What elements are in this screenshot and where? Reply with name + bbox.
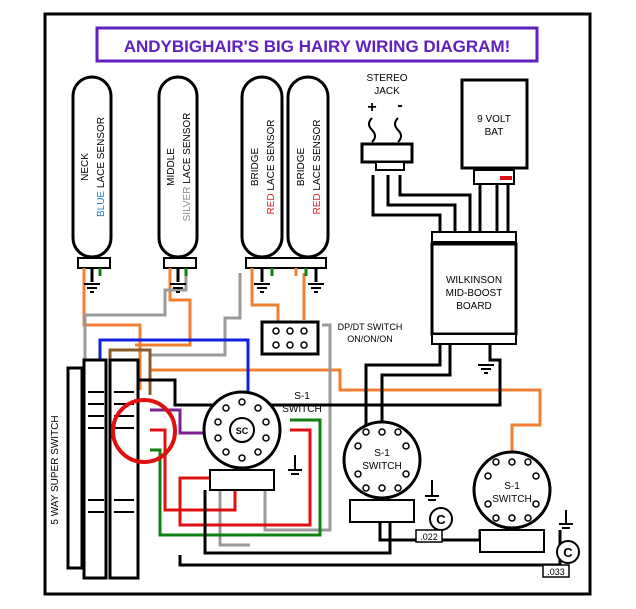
pickup-neck-position: NECK xyxy=(80,153,91,181)
pot-right-label-1: S-1 xyxy=(504,481,520,492)
pot-middle-label-1: S-1 xyxy=(374,448,390,459)
pot-middle: S-1 SWITCH C .022 xyxy=(342,420,453,543)
svg-text:RED LACE SENSOR: RED LACE SENSOR xyxy=(312,119,323,214)
wire-black-2 xyxy=(364,330,442,428)
pot-middle-label-2: SWITCH xyxy=(362,461,401,472)
svg-text:BRIDGE: BRIDGE xyxy=(250,148,261,187)
wire-red-1 xyxy=(150,428,237,512)
pickup-bridge2-type: LACE SENSOR xyxy=(312,119,323,193)
wire-red-2 xyxy=(178,428,312,527)
svg-text:BRIDGE: BRIDGE xyxy=(296,148,307,187)
wires xyxy=(82,175,562,567)
svg-text:MIDDLE: MIDDLE xyxy=(166,148,177,186)
pickup-middle-type: LACE SENSOR xyxy=(182,113,193,187)
jack-label-1: STEREO xyxy=(366,73,407,84)
battery-label-2: BAT xyxy=(485,127,504,138)
wire-gray-middle xyxy=(83,273,188,365)
dpdt-label-1: DP/DT SWITCH xyxy=(338,322,403,332)
pickup-bridge2-color: RED xyxy=(312,193,323,214)
jack-label-2: JACK xyxy=(374,86,400,97)
pot-left-label-1: S-1 xyxy=(294,391,310,402)
pot-left: SC S-1 SWITCH xyxy=(202,390,322,491)
wire-gray-dpdt xyxy=(263,323,332,532)
title-box xyxy=(95,26,539,63)
midboost-board: WILKINSON MID-BOOST BOARD xyxy=(430,231,518,345)
board-label-2: MID-BOOST xyxy=(446,288,503,299)
wire-black-1 xyxy=(380,345,452,428)
battery: 9 VOLT BAT xyxy=(460,78,529,185)
pickup-bridge1-position: BRIDGE xyxy=(250,148,261,187)
wire-jack-1 xyxy=(371,175,442,232)
pickup-neck: NECK BLUE LACE SENSOR xyxy=(71,75,113,269)
svg-text:SILVER LACE SENSOR: SILVER LACE SENSOR xyxy=(182,113,193,222)
wire-orange-bridge xyxy=(250,273,280,322)
cap-mid-value: .022 xyxy=(420,532,438,542)
dpdt-label-2: ON/ON/ON xyxy=(347,334,393,344)
wire-orange-mid-long xyxy=(150,368,542,460)
dpdt-switch: DP/DT SWITCH ON/ON/ON xyxy=(260,320,403,356)
highlight-circle xyxy=(111,398,177,464)
battery-label-1: 9 VOLT xyxy=(477,114,511,125)
pickup-middle: MIDDLE SILVER LACE SENSOR xyxy=(157,75,199,269)
pot-left-label-2: SWITCH xyxy=(282,404,321,415)
ground-symbols xyxy=(84,283,494,374)
board-label-3: BOARD xyxy=(456,301,492,312)
pickup-middle-position: MIDDLE xyxy=(166,148,177,186)
cap-mid-letter: C xyxy=(436,512,446,527)
pickup-bridge1-type: LACE SENSOR xyxy=(266,119,277,193)
wire-black-3 xyxy=(110,345,502,407)
stereo-jack: STEREO JACK + - xyxy=(360,73,414,171)
jack-minus: - xyxy=(397,97,402,114)
cap-right-symbol xyxy=(556,540,580,564)
cap-right-value: .033 xyxy=(547,567,565,577)
svg-text:BLUE LACE SENSOR: BLUE LACE SENSOR xyxy=(96,117,107,217)
svg-text:RED LACE SENSOR: RED LACE SENSOR xyxy=(266,119,277,214)
pickup-neck-color: BLUE xyxy=(96,191,107,217)
wire-gray-bridge xyxy=(150,273,242,357)
five-way-label: 5 WAY SUPER SWITCH xyxy=(50,415,61,524)
wire-gray-bottom xyxy=(218,480,250,547)
wire-green-1 xyxy=(150,418,322,537)
pot-left-center: SC xyxy=(236,426,249,436)
pot-right: S-1 SWITCH C .033 xyxy=(472,450,580,578)
cap-right-letter: C xyxy=(563,545,573,560)
svg-text:NECK: NECK xyxy=(80,153,91,181)
wire-black-bottom xyxy=(203,490,392,555)
board-label-1: WILKINSON xyxy=(446,275,502,286)
pickup-middle-color: SILVER xyxy=(182,187,193,222)
five-way-switch: 5 WAY SUPER SWITCH xyxy=(50,358,140,580)
pickup-leads xyxy=(82,268,318,282)
pickup-neck-type: LACE SENSOR xyxy=(96,117,107,191)
diagram-title: ANDYBIGHAIR'S BIG HAIRY WIRING DIAGRAM! xyxy=(124,37,511,56)
pickup-bridge-1: BRIDGE RED LACE SENSOR xyxy=(240,75,284,259)
jack-plus: + xyxy=(367,99,376,116)
wire-orange-neck xyxy=(82,273,142,390)
pot-right-label-2: SWITCH xyxy=(492,494,531,505)
pickup-bridge-2: BRIDGE RED LACE SENSOR xyxy=(245,75,330,269)
wire-jack-2 xyxy=(386,175,457,232)
wire-jack-3 xyxy=(398,175,472,232)
pickup-bridge1-color: RED xyxy=(266,193,277,214)
pickup-bridge2-position: BRIDGE xyxy=(296,148,307,187)
